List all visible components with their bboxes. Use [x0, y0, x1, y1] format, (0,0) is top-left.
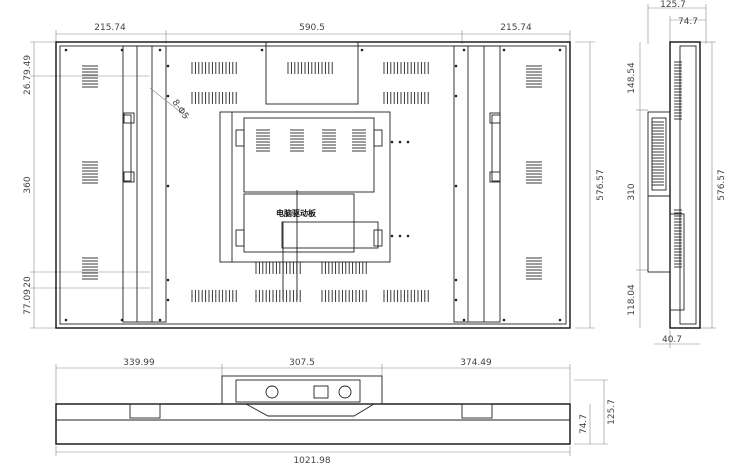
mounting-hole — [120, 48, 124, 52]
side-right-dim: 576.57 — [717, 169, 727, 201]
front-left-dim-bottom: 20 — [23, 276, 33, 288]
side-view: 125.7 74.7 576.57 148.54 310 118.04 40.7 — [627, 0, 727, 348]
mounting-hole — [166, 64, 170, 68]
mounting-hole — [390, 140, 394, 144]
side-top-dim-total: 125.7 — [660, 0, 686, 10]
bottom-right-dim-depth: 74.7 — [579, 414, 589, 434]
bottom-top-dim-right: 374.49 — [460, 358, 492, 368]
front-left-dim-top: 26.79.49 — [23, 55, 33, 95]
bottom-view: 339.99 307.5 374.49 125.7 74.7 1021.98 — [55, 358, 617, 466]
side-left-dim-top: 148.54 — [627, 62, 637, 94]
mounting-hole — [454, 184, 458, 188]
side-left-dim-middle: 310 — [627, 183, 637, 200]
front-top-dim-right: 215.74 — [500, 23, 532, 33]
bottom-top-dim-center: 307.5 — [289, 358, 315, 368]
side-left-dim-bottom: 118.04 — [627, 284, 637, 316]
front-right-dim: 576.57 — [596, 169, 606, 201]
front-top-dim-center: 590.5 — [299, 23, 325, 33]
side-top-dim-depth: 74.7 — [678, 17, 698, 27]
front-view: 215.74 590.5 215.74 576.57 26.79.49 360 … — [23, 23, 606, 329]
mounting-hole — [166, 94, 170, 98]
mounting-hole — [406, 234, 410, 238]
mounting-hole — [166, 184, 170, 188]
mounting-hole — [502, 318, 506, 322]
front-top-dim-left: 215.74 — [94, 23, 126, 33]
mounting-hole — [454, 278, 458, 282]
board-label: 电脑驱动板 — [276, 208, 317, 218]
hole-callout: 8-Φ5 — [170, 98, 191, 122]
mounting-hole — [398, 234, 402, 238]
mounting-hole — [558, 318, 562, 322]
side-bottom-dim: 40.7 — [662, 335, 682, 345]
mounting-hole — [398, 140, 402, 144]
mounting-hole — [260, 48, 264, 52]
mounting-hole — [462, 48, 466, 52]
mounting-hole — [166, 298, 170, 302]
mounting-hole — [64, 48, 68, 52]
mounting-hole — [390, 234, 394, 238]
mounting-hole — [454, 64, 458, 68]
mounting-hole — [158, 318, 162, 322]
front-left-dim-middle: 360 — [23, 176, 33, 193]
mounting-hole — [360, 48, 364, 52]
mounting-hole — [558, 48, 562, 52]
mounting-hole — [454, 298, 458, 302]
mounting-hole — [462, 318, 466, 322]
mounting-hole — [120, 318, 124, 322]
bottom-right-dim-total: 125.7 — [607, 399, 617, 425]
front-left-dim-lower: 77.09 — [23, 289, 33, 315]
mounting-hole — [64, 318, 68, 322]
mounting-hole — [502, 48, 506, 52]
mounting-hole — [406, 140, 410, 144]
bottom-width-dim: 1021.98 — [293, 456, 330, 466]
mounting-hole — [166, 278, 170, 282]
mounting-hole — [158, 48, 162, 52]
mounting-hole — [454, 94, 458, 98]
bottom-top-dim-left: 339.99 — [123, 358, 155, 368]
